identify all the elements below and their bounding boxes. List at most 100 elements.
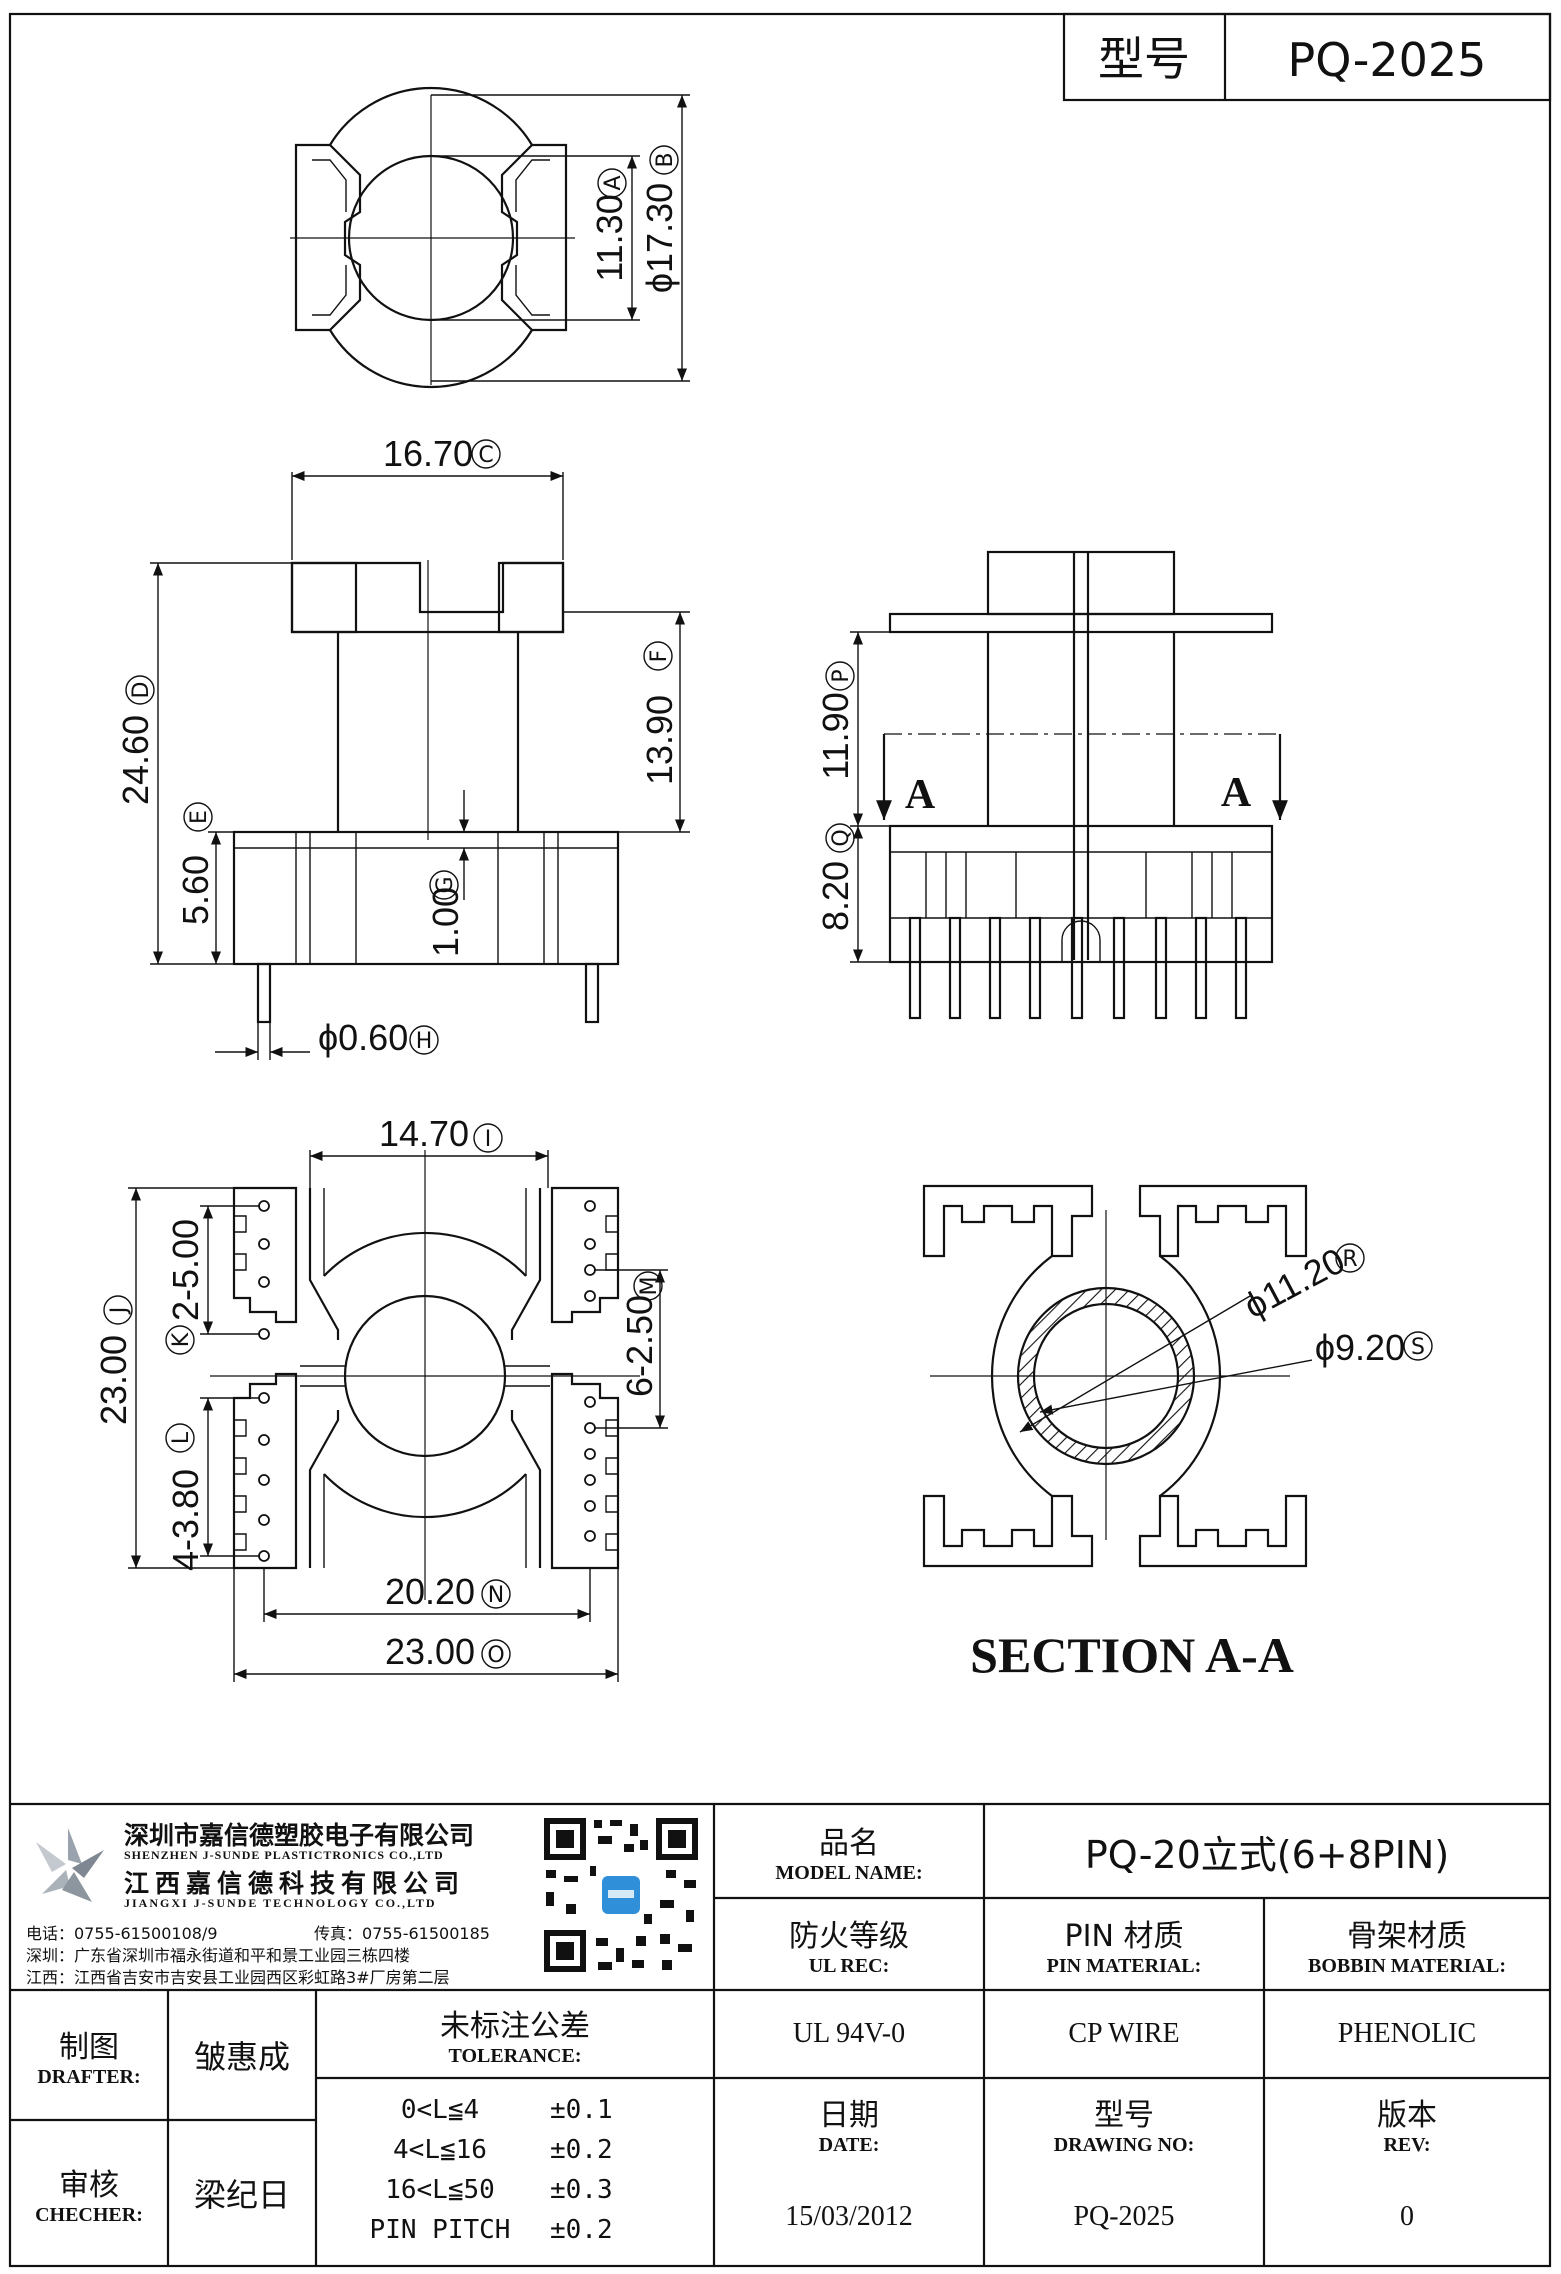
- dim-r-value: ϕ11.20: [1237, 1240, 1351, 1327]
- dim-j-tag: J: [107, 1307, 132, 1316]
- bobbin-value: PHENOLIC: [1337, 2018, 1477, 2049]
- dim-p-value: 11.90: [815, 692, 856, 779]
- dim-o-tag: O: [487, 1643, 504, 1668]
- drafter-value-cell: 皱惠成: [170, 1992, 314, 2118]
- sheet-border: [8, 12, 1552, 2268]
- dim-c-value: 16.70: [383, 433, 473, 474]
- pin-cn: PIN 材质: [1064, 1918, 1184, 1954]
- tolerance-label-cell: 未标注公差 TOLERANCE:: [318, 1992, 712, 2076]
- tolerance-value: ±0.1: [550, 2095, 613, 2125]
- ul-value-cell: UL 94V-0: [716, 1992, 982, 2076]
- tolerance-cn: 未标注公差: [440, 2008, 590, 2044]
- dim-e-balloon: [183, 802, 213, 832]
- drafter-en: DRAFTER:: [37, 2065, 141, 2088]
- dim-f-value: 13.90: [639, 695, 680, 785]
- tolerance-row: 16<L≦50 ±0.3: [330, 2170, 700, 2210]
- side-view: A A 11.90 P 8.20 Q: [815, 550, 1288, 1020]
- tolerance-range: 0<L≦4: [400, 2095, 480, 2125]
- rev-value-cell: 0: [1266, 2170, 1548, 2264]
- company-name-cn-2: 江西嘉信德科技有限公司: [124, 1869, 466, 1898]
- dim-c-tag: C: [478, 443, 493, 468]
- dim-g-balloon: [429, 870, 459, 900]
- dim-g-value: 1.00: [425, 887, 466, 957]
- pin-value: CP WIRE: [1068, 2018, 1180, 2049]
- checker-label-cell: 审核 CHECHER:: [12, 2122, 166, 2264]
- bobbin-cn: 骨架材质: [1347, 1918, 1467, 1954]
- rev-cn: 版本: [1377, 2097, 1437, 2133]
- model-name-label-cell: 品名 MODEL NAME:: [716, 1806, 982, 1896]
- section-mark-left: A: [905, 772, 936, 818]
- drawing-no-en: DRAWING NO:: [1053, 2133, 1195, 2156]
- dim-n-tag: N: [488, 1583, 504, 1608]
- dim-q-tag: Q: [829, 829, 854, 846]
- drafter-value: 皱惠成: [193, 2038, 290, 2076]
- dim-i-value: 14.70: [379, 1113, 469, 1154]
- bottom-view: 14.70 I 23.00 J 2-5.00 K 4-3.80 L 6-2.50…: [93, 1113, 668, 1682]
- dim-r-tag: R: [1342, 1247, 1357, 1272]
- company-info: 深圳市嘉信德塑胶电子有限公司 SHENZHEN J-SUNDE PLASTICT…: [14, 1808, 534, 1987]
- company-logo: [22, 1820, 114, 1914]
- dim-m-balloon: [633, 1271, 663, 1301]
- pin-en: PIN MATERIAL:: [1046, 1954, 1202, 1977]
- dim-p-tag: P: [829, 669, 854, 682]
- tolerance-value: ±0.3: [550, 2175, 613, 2205]
- dim-e-value: 5.60: [175, 855, 216, 925]
- checker-value: 梁纪日: [193, 2176, 290, 2214]
- checker-cn: 审核: [59, 2167, 119, 2203]
- tolerance-value: ±0.2: [550, 2215, 613, 2245]
- front-view: 16.70 C 24.60 D 5.60 E 13.90 F 1.00 G ϕ0: [115, 433, 690, 1060]
- company-name-en-1: SHENZHEN J-SUNDE PLASTICTRONICS CO.,LTD: [124, 1848, 444, 1862]
- bobbin-material-label-cell: 骨架材质 BOBBIN MATERIAL:: [1266, 1900, 1548, 1988]
- drawing-no-value-cell: PQ-2025: [986, 2170, 1262, 2264]
- dim-d-tag: D: [129, 682, 154, 699]
- section-title: SECTION A-A: [970, 1627, 1294, 1683]
- dim-a-balloon: [597, 168, 627, 198]
- dim-i-tag: I: [485, 1127, 492, 1152]
- dim-h-value: ϕ0.60: [318, 1017, 408, 1058]
- model-name-value-cell: PQ-20立式(6+8PIN): [986, 1806, 1548, 1896]
- header-model-label: 型号: [1098, 32, 1190, 86]
- dim-h-balloon: [409, 1025, 439, 1055]
- dim-o-value: 23.00: [385, 1631, 475, 1672]
- drawing-no-cn: 型号: [1094, 2097, 1154, 2133]
- dim-r-balloon: [1335, 1243, 1365, 1273]
- tolerance-row: PIN PITCH ±0.2: [330, 2210, 700, 2250]
- pin-material-label-cell: PIN 材质 PIN MATERIAL:: [986, 1900, 1262, 1988]
- date-value: 15/03/2012: [785, 2201, 913, 2232]
- dim-l-tag: L: [169, 1431, 194, 1444]
- company-address-jiangxi: 江西：江西省吉安市吉安县工业园西区彩虹路3#厂房第二层: [26, 1968, 450, 1987]
- model-name-value: PQ-20立式(6+8PIN): [1084, 1832, 1450, 1877]
- header-model-value: PQ-2025: [1288, 33, 1487, 87]
- dim-f-tag: F: [647, 650, 672, 663]
- rev-value: 0: [1400, 2201, 1414, 2232]
- date-value-cell: 15/03/2012: [716, 2170, 982, 2264]
- company-name-cn-1: 深圳市嘉信德塑胶电子有限公司: [124, 1821, 475, 1850]
- dim-a-tag: A: [601, 175, 626, 190]
- top-view: 11.30 A ϕ17.30 B: [290, 87, 690, 388]
- company-name-en-2: JIANGXI J-SUNDE TECHNOLOGY CO.,LTD: [124, 1896, 437, 1910]
- dim-c-balloon: [471, 439, 501, 469]
- tolerance-range: 4<L≦16: [393, 2135, 487, 2165]
- ul-cn: 防火等级: [789, 1918, 909, 1954]
- title-block-grid: [10, 1802, 1550, 2266]
- date-label-cell: 日期 DATE:: [716, 2080, 982, 2166]
- tolerance-table: 0<L≦4 ±0.1 4<L≦16 ±0.2 16<L≦50 ±0.3 PIN …: [330, 2090, 700, 2260]
- tolerance-row: 4<L≦16 ±0.2: [330, 2130, 700, 2170]
- dim-k-value: 2-5.00: [165, 1219, 206, 1321]
- dim-s-balloon: [1403, 1331, 1433, 1361]
- ul-en: UL REC:: [808, 1954, 890, 1977]
- dim-k-tag: K: [169, 1332, 194, 1347]
- rev-label-cell: 版本 REV:: [1266, 2080, 1548, 2166]
- dim-n-balloon: [481, 1579, 511, 1609]
- drafter-label-cell: 制图 DRAFTER:: [12, 1992, 166, 2118]
- rev-en: REV:: [1383, 2133, 1431, 2156]
- dim-k-balloon: [165, 1325, 195, 1355]
- ul-label-cell: 防火等级 UL REC:: [716, 1900, 982, 1988]
- checker-value-cell: 梁纪日: [170, 2122, 314, 2264]
- tolerance-value: ±0.2: [550, 2135, 613, 2165]
- bobbin-en: BOBBIN MATERIAL:: [1308, 1954, 1506, 1977]
- date-cn: 日期: [819, 2097, 879, 2133]
- company-fax: 传真：0755-61500185: [314, 1924, 490, 1943]
- ul-value: UL 94V-0: [792, 2018, 906, 2049]
- drafter-cn: 制图: [59, 2029, 119, 2065]
